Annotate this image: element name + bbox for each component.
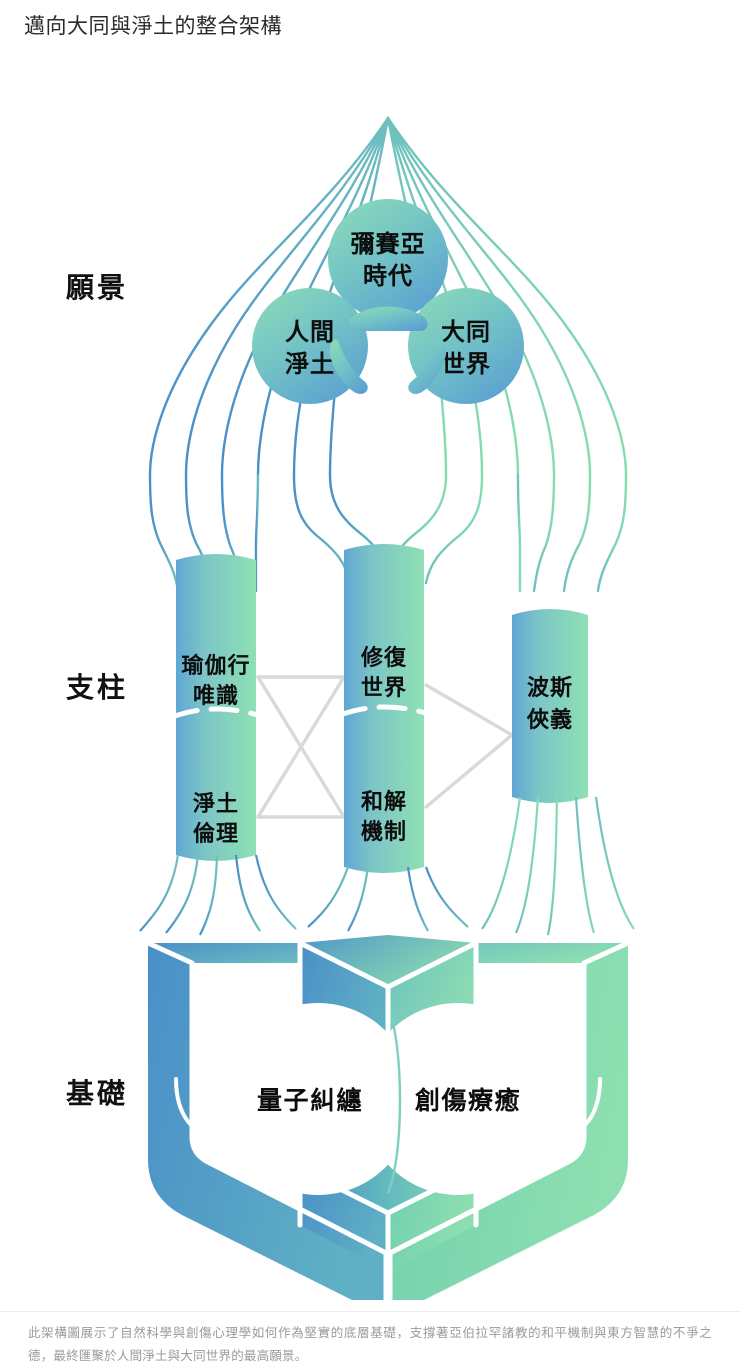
pillar-center-lower-line1: 和解	[361, 789, 407, 814]
vision-top-line1: 彌賽亞	[351, 230, 426, 258]
pillar-right[interactable]: 波斯 俠義	[512, 609, 588, 803]
base-fan	[139, 796, 635, 936]
diagram-canvas: 彌賽亞 時代 人間 淨土 大同 世界	[66, 116, 635, 1300]
foundation-top-right	[432, 943, 628, 963]
caption-block: 此架構圖展示了自然科學與創傷心理學如何作為堅實的底層基礎，支撐著亞伯拉罕諸教的和…	[0, 1310, 740, 1368]
pillar-left[interactable]: 瑜伽行 唯識 淨土 倫理	[172, 554, 264, 861]
vision-left-line2: 淨土	[285, 351, 335, 378]
foundation-group[interactable]: 量子糾纏 創傷療癒	[145, 935, 631, 1300]
dome-group	[148, 116, 628, 593]
foundation-cavity-right	[362, 1003, 554, 1195]
vision-left-line1: 人間	[285, 319, 335, 346]
foundation-center-top	[300, 935, 476, 987]
vision-right-line1: 大同	[441, 319, 491, 346]
vision-nodes: 彌賽亞 時代 人間 淨土 大同 世界	[252, 199, 524, 404]
pillar-left-lower-line1: 淨土	[193, 791, 239, 816]
pillar-center-upper-line1: 修復	[360, 645, 407, 670]
pillar-left-upper-line2: 唯識	[193, 683, 239, 708]
pillar-connectors	[256, 675, 514, 819]
vision-node-top[interactable]: 彌賽亞 時代	[328, 199, 448, 319]
pillar-center-lower-line2: 機制	[361, 819, 407, 844]
foundation-face-right	[390, 943, 628, 1300]
foundation-hook-right	[556, 1077, 602, 1143]
foundation-cavity-seam-right	[386, 1006, 402, 1194]
pillar-center-upper-line2: 世界	[361, 675, 407, 700]
vision-top-line2: 時代	[363, 263, 413, 290]
pillar-left-upper-line1: 瑜伽行	[181, 653, 250, 678]
page-title: 邁向大同與淨土的整合架構	[24, 15, 282, 38]
foundation-face-left	[148, 943, 386, 1300]
foundation-label-right: 創傷療癒	[415, 1086, 521, 1115]
foundation-hook-left	[174, 1077, 220, 1143]
foundation-top-left	[148, 943, 344, 963]
tier-label-pillars: 支柱	[66, 672, 128, 703]
vision-bridge-left	[329, 339, 368, 394]
caption-text: 此架構圖展示了自然科學與創傷心理學如何作為堅實的底層基礎，支撐著亞伯拉罕諸教的和…	[28, 1325, 712, 1363]
vision-node-bridge	[348, 306, 428, 331]
foundation-edge-seams	[145, 940, 631, 1300]
foundation-cavity-left	[222, 1003, 414, 1195]
pillar-left-lower-line2: 倫理	[193, 821, 239, 846]
foundation-label-left: 量子糾纏	[257, 1086, 363, 1115]
tier-label-vision: 願景	[66, 272, 128, 303]
pillar-right-line1: 波斯	[527, 675, 573, 700]
framework-diagram: 彌賽亞 時代 人間 淨土 大同 世界	[0, 55, 740, 1300]
pillar-right-line2: 俠義	[526, 707, 573, 732]
vision-bridge-right	[408, 339, 447, 394]
pillar-center[interactable]: 修復 世界 和解 機制	[340, 544, 432, 873]
tier-label-foundation: 基礎	[66, 1078, 128, 1109]
vision-right-line2: 世界	[441, 351, 491, 378]
